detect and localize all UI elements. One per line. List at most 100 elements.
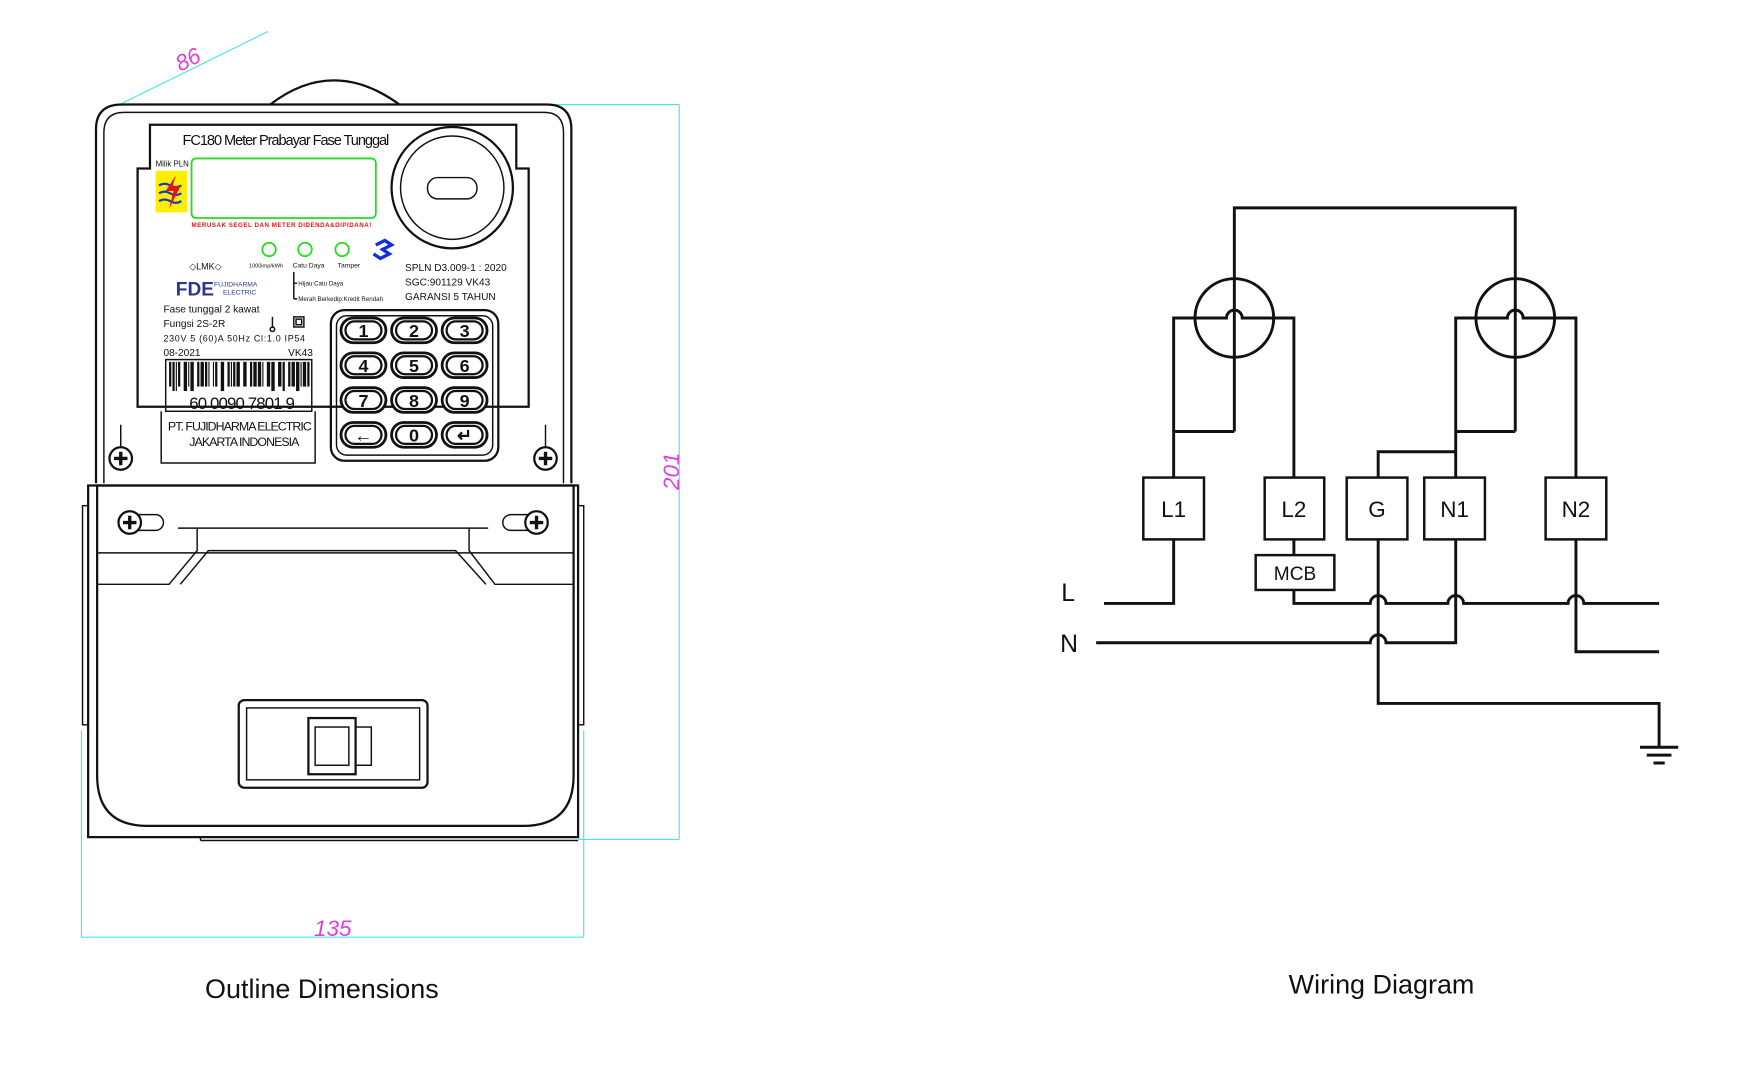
terminal-G: G xyxy=(1345,476,1409,541)
barcode-bar xyxy=(190,361,194,392)
pln-logo xyxy=(155,170,188,213)
keypad-key[interactable]: 4 xyxy=(339,351,388,379)
keypad-key-label: ↵ xyxy=(457,426,472,446)
keypad-key[interactable]: ↵ xyxy=(440,421,489,449)
mcb-box: MCB xyxy=(1254,553,1336,592)
barcode-bars xyxy=(169,361,310,392)
barcode-bar xyxy=(249,361,253,387)
barcode-bar xyxy=(291,361,295,387)
width-dimension: 135 xyxy=(314,916,352,941)
barcode-bar xyxy=(183,361,188,392)
barcode-bar xyxy=(215,361,218,387)
certification-icon xyxy=(372,238,395,261)
depth-dimension: 86 xyxy=(171,43,205,77)
keypad-key[interactable]: ← xyxy=(339,421,388,449)
keypad-key-label: 7 xyxy=(358,391,368,411)
fde-logo: FDE xyxy=(176,280,214,301)
barcode-bar xyxy=(169,361,172,387)
barcode-bar xyxy=(227,361,230,387)
keypad-key[interactable]: 6 xyxy=(440,351,489,379)
led-label-imp: 1000imp/kWh xyxy=(249,263,283,269)
barcode-bar xyxy=(220,361,225,392)
spec-type: Fase tunggal 2 kawat xyxy=(163,304,259,315)
wiring-diagram: L1 L2 G N1 N2 MCB L N xyxy=(1060,206,1679,765)
keypad-key[interactable]: 2 xyxy=(390,316,438,345)
keypad-key[interactable]: 0 xyxy=(390,421,438,449)
barcode-bar xyxy=(230,361,232,387)
barcode-bar xyxy=(212,361,215,387)
barcode-bar xyxy=(178,361,181,387)
barcode-bar xyxy=(307,361,310,387)
led-note-green: Hijau:Catu Daya xyxy=(298,280,344,287)
ground-icon xyxy=(1640,745,1679,765)
keypad-key-label: ← xyxy=(354,426,372,446)
keypad-key-label: 5 xyxy=(409,356,419,376)
terminal-L2: L2 xyxy=(1263,476,1326,541)
barcode-bar xyxy=(300,361,302,387)
keypad-key[interactable]: 3 xyxy=(440,316,489,345)
barcode-bar xyxy=(205,361,208,387)
barcode-bar xyxy=(243,361,247,387)
svg-text:G: G xyxy=(1368,497,1385,522)
lcd-display xyxy=(190,157,377,219)
fde-sub1: FUJIDHARMA xyxy=(214,282,258,289)
keypad-key-label: 0 xyxy=(409,426,419,446)
svg-text:L2: L2 xyxy=(1281,497,1306,522)
keypad-key-label: 8 xyxy=(409,391,419,411)
barcode-bar xyxy=(233,361,236,387)
barcode-bar xyxy=(257,361,262,387)
svg-text:MCB: MCB xyxy=(1274,564,1316,585)
line-label-N: N xyxy=(1060,631,1078,658)
barcode-bar xyxy=(200,361,204,387)
keypad-key-label: 3 xyxy=(460,321,470,341)
status-leds xyxy=(261,241,350,258)
maker-name: PT. FUJIDHARMA ELECTRIC xyxy=(168,419,312,433)
barcode-bar xyxy=(271,361,275,392)
meter-title: FC180 Meter Prabayar Fase Tunggal xyxy=(183,133,390,149)
barcode-number: 60 0090 7801 9 xyxy=(189,394,295,413)
led-label-power: Catu Daya xyxy=(293,262,325,269)
barcode-bar xyxy=(262,361,264,387)
spec-function: Fungsi 2S-2R xyxy=(163,319,225,330)
owner-label: Milik PLN xyxy=(156,159,190,168)
keypad-key[interactable]: 9 xyxy=(440,386,489,414)
spec-warranty: GARANSI 5 TAHUN xyxy=(405,292,496,303)
keypad-key[interactable]: 5 xyxy=(390,351,438,379)
wiring-caption: Wiring Diagram xyxy=(1289,969,1475,999)
keypad-key-label: 1 xyxy=(358,321,368,341)
barcode-bar xyxy=(175,361,177,392)
barcode-bar xyxy=(188,361,190,387)
line-label-L: L xyxy=(1061,580,1075,607)
svg-text:L1: L1 xyxy=(1161,497,1186,522)
keypad-key-label: 9 xyxy=(460,391,470,411)
spec-rating: 230V 5 (60)A 50Hz Cl:1.0 IP54 xyxy=(163,334,305,344)
terminal-N1: N1 xyxy=(1423,476,1487,541)
outline-caption: Outline Dimensions xyxy=(205,974,439,1004)
lmk-mark: ◇LMK◇ xyxy=(189,262,221,272)
maker-city: JAKARTA INDONESIA xyxy=(189,435,300,449)
barcode-bar xyxy=(172,361,175,392)
terminal-N2: N2 xyxy=(1544,476,1608,541)
keypad-key[interactable]: 8 xyxy=(390,386,438,414)
fde-sub2: ELECTRIC xyxy=(223,289,256,296)
spec-standard: SPLN D3.009-1 : 2020 xyxy=(405,263,507,274)
keypad-key[interactable]: 7 xyxy=(339,386,388,414)
barcode-bar xyxy=(296,361,300,392)
keypad-key-label: 6 xyxy=(460,356,470,376)
meter-drawing: FC180 Meter Prabayar Fase Tunggal Milik … xyxy=(81,79,585,842)
barcode-bar xyxy=(253,361,257,387)
spec-sgc: SGC:901129 VK43 xyxy=(405,277,491,288)
keypad-key-label: 2 xyxy=(409,321,419,341)
barcode-bar xyxy=(197,361,200,387)
height-dimension: 201 xyxy=(659,452,684,491)
dimension-lines: 86 201 135 xyxy=(80,30,684,941)
barcode-bar xyxy=(282,361,285,392)
barcode-bar xyxy=(208,361,210,387)
barcode xyxy=(164,358,313,413)
keypad xyxy=(329,309,500,462)
barcode-bar xyxy=(278,361,282,387)
barcode-bar xyxy=(236,361,240,387)
keypad-key[interactable]: 1 xyxy=(339,316,388,345)
